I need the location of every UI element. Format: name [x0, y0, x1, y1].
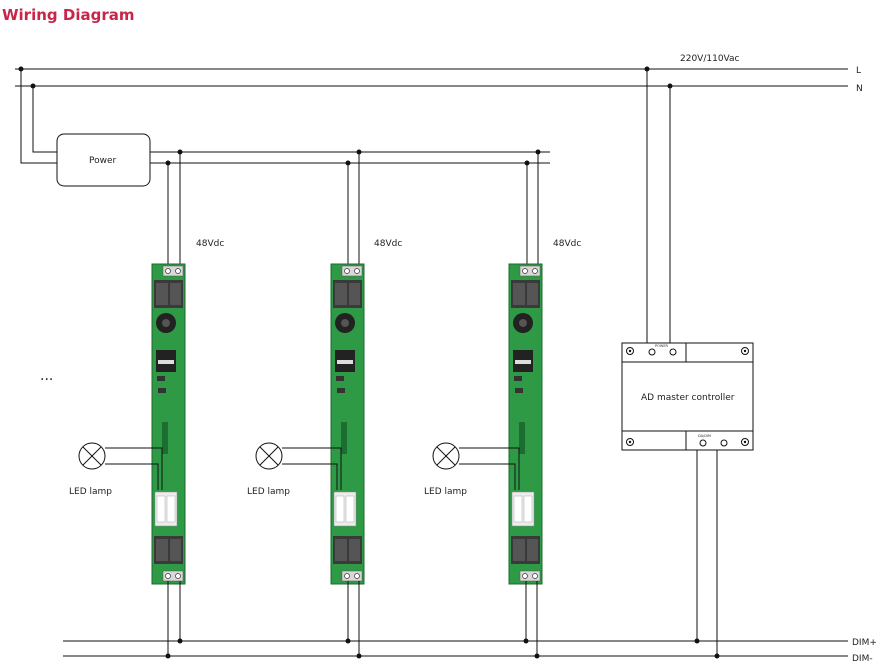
page-title: Wiring Diagram: [2, 6, 135, 24]
controller-label: AD master controller: [641, 393, 735, 403]
lamp-label: LED lamp: [247, 487, 290, 497]
ellipsis: ...: [40, 368, 53, 384]
power-label: Power: [89, 156, 117, 166]
junction-dot: [356, 653, 362, 659]
mains-label: 220V/110Vac: [680, 54, 740, 64]
driver-1: 48Vdc LED lamp: [69, 149, 224, 659]
dim-plus-label: DIM+: [852, 638, 877, 648]
driver-3: 48Vdc LED lamp: [424, 149, 581, 659]
driver-2: 48Vdc LED lamp: [247, 149, 402, 659]
terminal-L: [648, 348, 656, 356]
junction-dot: [177, 638, 183, 644]
terminal-N: [669, 348, 677, 356]
dc-label: 48Vdc: [553, 239, 581, 249]
power-supply-box: [56, 133, 151, 187]
junction-dot: [534, 653, 540, 659]
junction-dot: [694, 638, 700, 644]
ad-master-controller: POWER DA/DIM AD master controller: [621, 342, 754, 451]
controller-bottom-terminal-label: DA/DIM: [698, 434, 711, 438]
controller-top-terminal-label: POWER: [655, 344, 669, 348]
lamp-label: LED lamp: [424, 487, 467, 497]
line-L-label: L: [856, 66, 861, 76]
controller-box: [621, 342, 754, 451]
terminal-dim-plus: [699, 439, 707, 447]
junction-dot: [165, 653, 171, 659]
power-feed-N: [32, 86, 57, 153]
junction-dot: [714, 653, 720, 659]
power-feed-L: [20, 69, 57, 164]
line-N-label: N: [856, 84, 863, 94]
lamp-label: LED lamp: [69, 487, 112, 497]
terminal-dim-minus: [720, 439, 728, 447]
dc-label: 48Vdc: [196, 239, 224, 249]
junction-dot: [345, 638, 351, 644]
junction-dot: [523, 638, 529, 644]
dc-label: 48Vdc: [374, 239, 402, 249]
dim-minus-label: DIM-: [852, 654, 873, 664]
